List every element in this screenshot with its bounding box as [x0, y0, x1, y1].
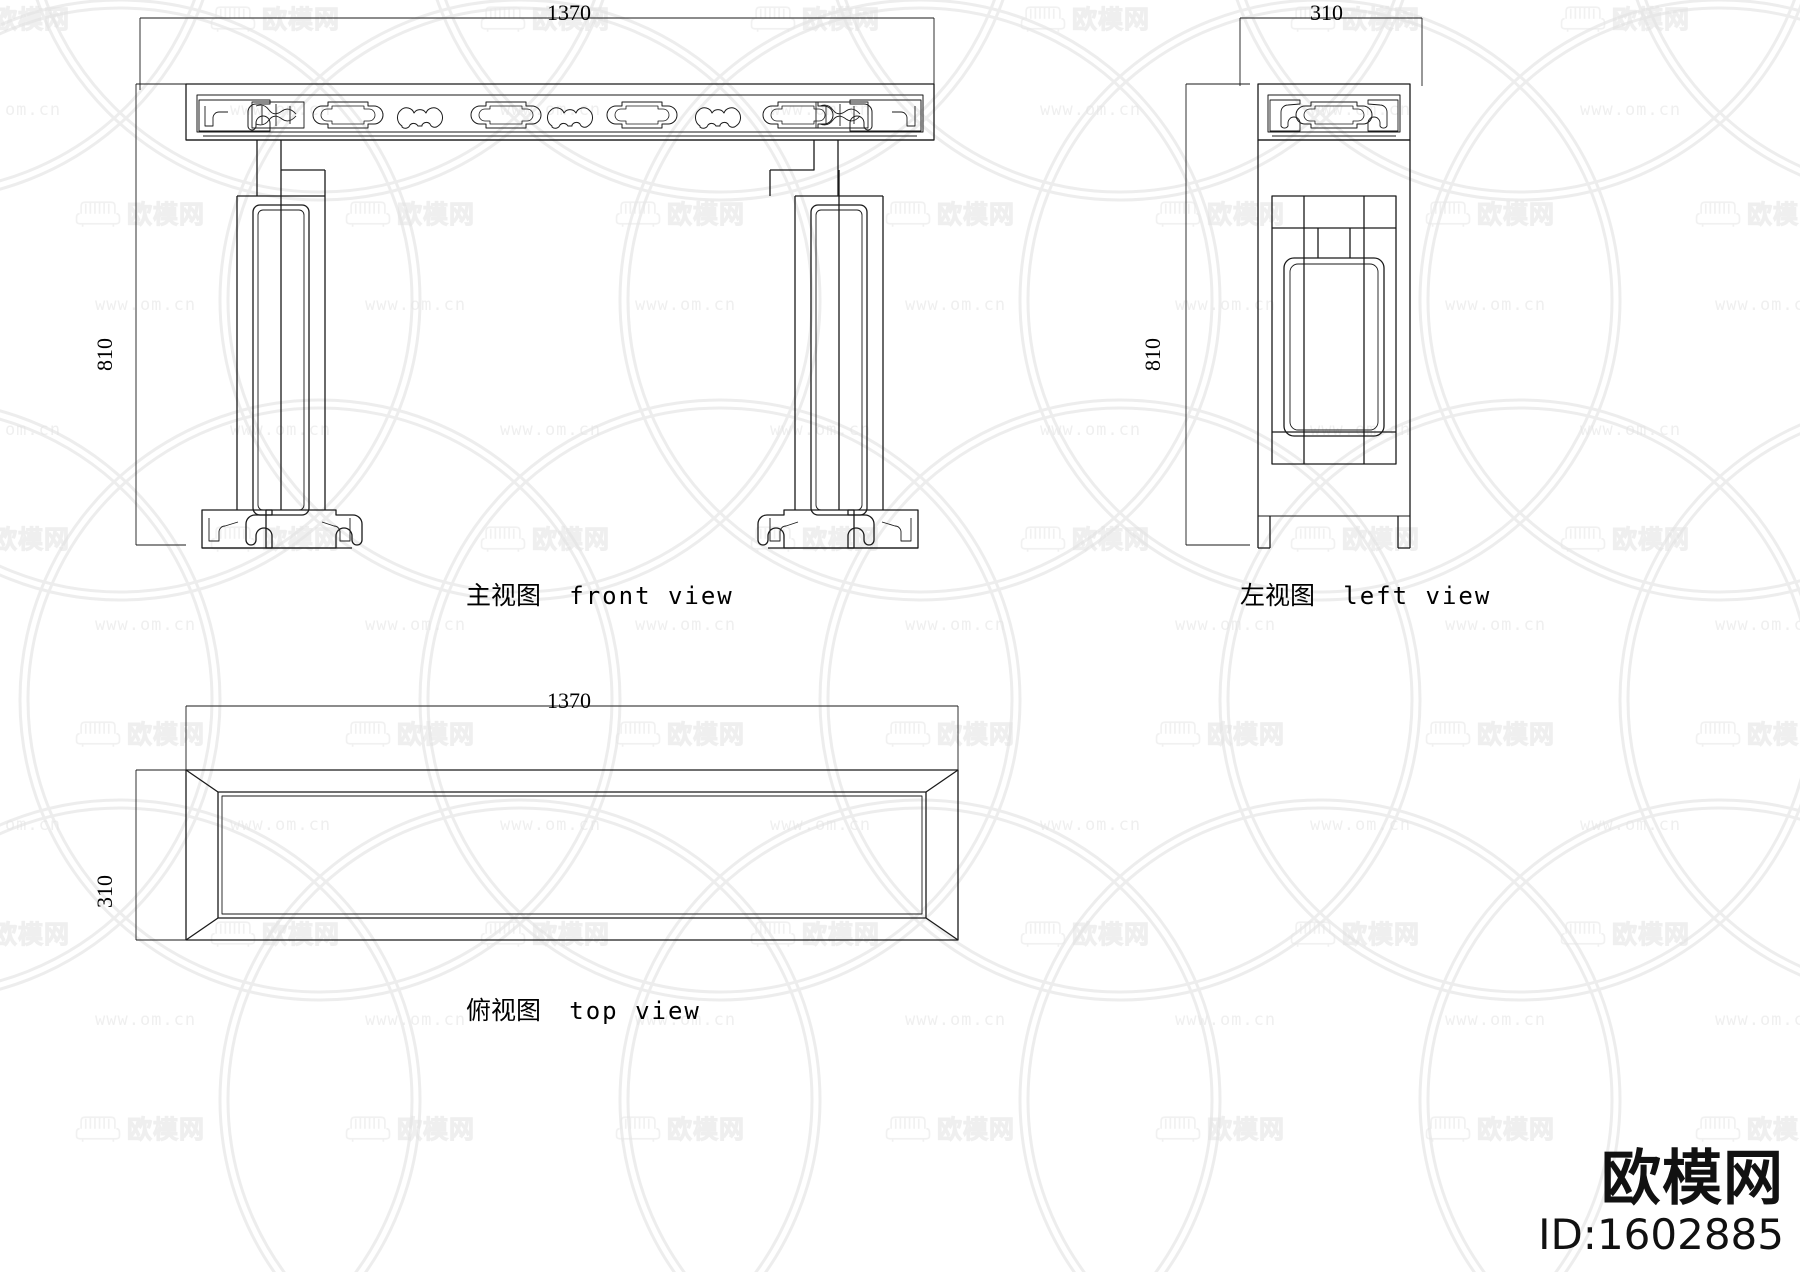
left-view-label-zh: 左视图 — [1240, 583, 1316, 610]
top-depth-dimension — [135, 769, 192, 941]
left-height-dimension — [1185, 83, 1250, 546]
top-width-dimension — [185, 705, 959, 772]
top-width-dimension-text: 1370 — [547, 688, 591, 713]
top-depth-dimension-text: 310 — [92, 875, 117, 908]
left-view-label-en: left view — [1343, 582, 1492, 610]
front-height-dimension-text: 810 — [92, 338, 117, 371]
front-view-label-en: front view — [569, 582, 734, 610]
front-width-dimension-text: 1370 — [547, 0, 591, 25]
front-left-leg — [201, 170, 363, 549]
front-right-leg — [757, 170, 919, 549]
front-view-label-zh: 主视图 — [466, 583, 542, 610]
left-view-lattice — [1271, 195, 1397, 465]
front-view-label: 主视图 front view — [466, 576, 734, 612]
brand-block: 欧模网 ID:1602885 — [1538, 1143, 1784, 1259]
front-height-dimension — [135, 83, 186, 546]
left-depth-dimension — [1239, 17, 1423, 86]
left-depth-dimension-text: 310 — [1310, 0, 1343, 25]
brand-id: ID:1602885 — [1538, 1209, 1784, 1259]
top-view-label-en: top view — [569, 997, 701, 1025]
top-view-label-zh: 俯视图 — [466, 998, 542, 1025]
top-view-label: 俯视图 top view — [466, 991, 701, 1027]
apron-motif-clouds — [396, 107, 742, 129]
left-view-label: 左视图 left view — [1240, 576, 1491, 612]
apron-motif-left-ornate — [251, 101, 305, 129]
front-width-dimension — [139, 17, 935, 90]
left-height-dimension-text: 810 — [1140, 338, 1165, 371]
brand-name: 欧模网 — [1601, 1143, 1784, 1214]
